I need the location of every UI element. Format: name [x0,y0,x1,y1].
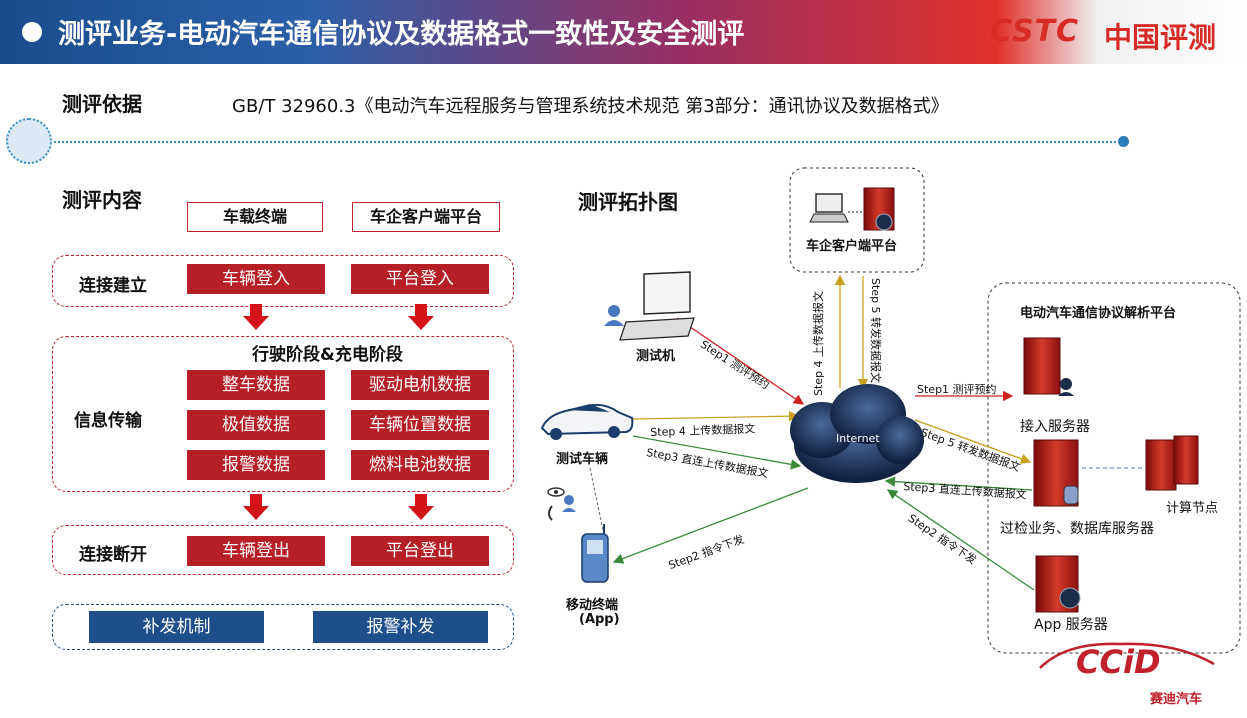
divider-circle-icon [6,118,52,164]
ccid-brand-text: 赛迪汽车 [1150,692,1203,707]
divider-line [54,141,1120,143]
cstc-logo: CSTC [990,14,1080,49]
col-header-terminal: 车载终端 [187,202,323,232]
edge-s4-vehicle [632,410,800,422]
edge-label-s4-up: Step 4 上传数据报文 [812,290,825,396]
vehicle-logout-box: 车辆登出 [187,536,325,566]
platform-login-box: 平台登入 [351,264,489,294]
user-icon [604,305,624,326]
page-title: 测评业务-电动汽车通信协议及数据格式一致性及安全测评 [58,19,745,50]
transfer-group [52,336,514,492]
laptop-icon [809,193,849,223]
resend-mechanism-box: 补发机制 [89,611,264,643]
mobile-phone-icon [581,524,609,583]
edge-s3-vehicle [632,435,802,470]
db-server-icon [1033,439,1079,507]
col-header-platform: 车企客户端平台 [352,202,500,232]
edge-s2-app [886,489,1035,591]
access-server-label: 接入服务器 [1020,419,1090,435]
vehicle-login-box: 车辆登入 [187,264,325,294]
header-banner: 测评业务-电动汽车通信协议及数据格式一致性及安全测评 CSTC 中国评测 [0,0,1247,64]
data-box-motor: 驱动电机数据 [351,370,489,400]
eye-icon [547,487,565,497]
ccid-logo-icon [1039,642,1215,669]
data-box-position: 车辆位置数据 [351,410,489,440]
down-arrow-icon [243,304,269,330]
connect-group [52,255,514,307]
data-box-vehicle: 整车数据 [187,370,325,400]
alarm-resend-box: 报警补发 [313,611,488,643]
internet-cloud-icon [790,384,924,483]
stage-label: 行驶阶段&充电阶段 [252,345,403,365]
tester-laptop-icon [619,271,695,341]
down-arrow-icon [408,304,434,330]
divider-end-dot-icon [1118,136,1129,147]
edge-vehicle-mobile [589,467,605,536]
tester-label: 测试机 [636,349,676,364]
mobile-label-2: (App) [579,612,620,627]
connect-label: 连接建立 [79,276,147,296]
edge-s5-db [914,419,1032,464]
client-platform-frame [789,167,925,273]
app-server-icon [1035,555,1081,613]
topology-title: 测评拓扑图 [578,190,678,214]
disconnect-group [52,525,514,575]
extra-group [52,604,514,650]
ear-icon [548,505,553,521]
server-icon [863,187,895,231]
edge-s3-db [884,476,1033,491]
internet-label: Internet [836,432,880,445]
parse-platform-frame [987,282,1241,654]
user-icon [562,495,576,512]
compute-label: 计算节点 [1166,501,1219,516]
platform-logout-box: 平台登出 [351,536,489,566]
parse-platform-label: 电动汽车通信协议解析平台 [1020,306,1177,321]
down-arrow-icon [408,494,434,520]
transfer-label: 信息传输 [74,411,142,431]
ccid-logo-text: CCiD [1076,643,1161,681]
edge-label-s5-down: Step 5 转发数据报文 [869,278,882,384]
data-box-fuelcell: 燃料电池数据 [351,450,489,480]
basis-label: 测评依据 [62,92,142,116]
edge-s2-mobile [612,487,809,564]
access-server-icon [1023,337,1074,396]
header-bullet-icon [22,22,42,42]
data-box-alarm: 报警数据 [187,450,325,480]
cstc-logo-cn: 中国评测 [1104,21,1217,54]
content-title: 测评内容 [62,188,142,212]
car-icon [540,403,634,440]
down-arrow-icon [243,494,269,520]
client-platform-label: 车企客户端平台 [806,239,898,254]
basis-text: GB/T 32960.3《电动汽车远程服务与管理系统技术规范 第3部分：通讯协议… [232,96,949,117]
edge-s1-tester [676,317,805,405]
compute-node-icon [1145,435,1199,491]
db-server-label: 过检业务、数据库服务器 [1000,521,1154,537]
edge-label-s1-access: Step1 测评预约 [917,383,997,396]
disconnect-label: 连接断开 [79,545,147,565]
vehicle-label: 测试车辆 [556,452,609,467]
data-box-extreme: 极值数据 [187,410,325,440]
mobile-label-1: 移动终端 [566,598,619,613]
app-server-label: App 服务器 [1034,617,1108,633]
